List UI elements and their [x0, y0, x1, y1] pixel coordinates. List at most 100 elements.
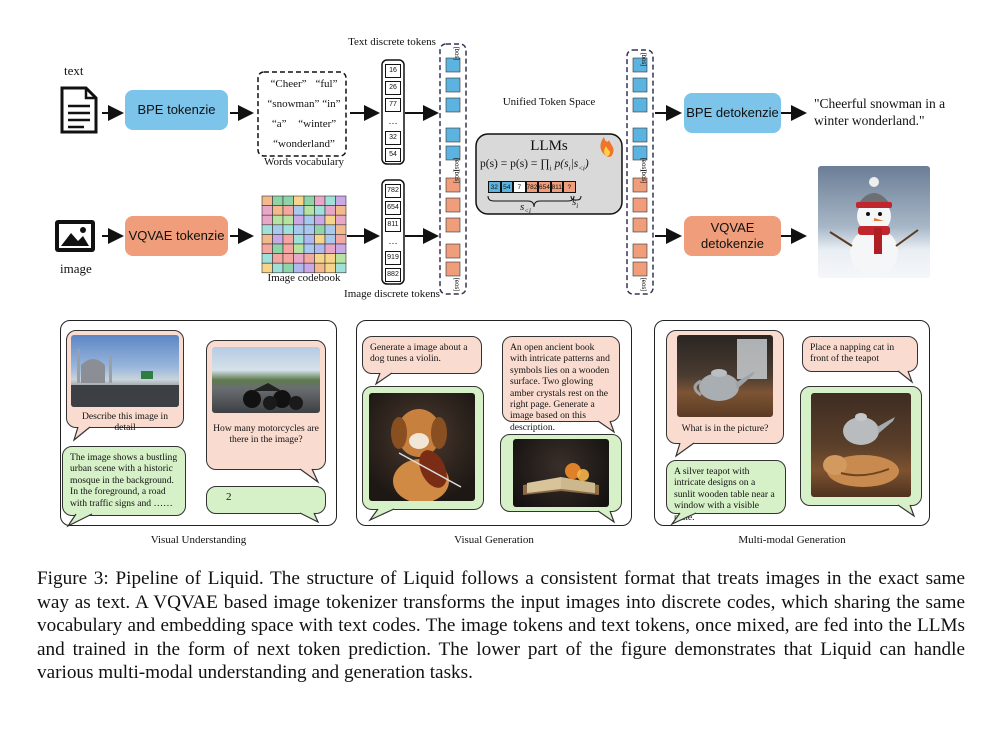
eos-label: [eos] [453, 278, 459, 292]
image-icon [55, 220, 95, 252]
word: “a” [271, 118, 287, 130]
document-icon [60, 86, 98, 134]
word: “ful” [315, 78, 338, 90]
bubble-mm-a1: A silver teapot with intricate designs o… [666, 460, 786, 523]
word: “in” [322, 98, 341, 110]
q1-text: Describe this image in detail [81, 411, 169, 434]
formula-part: <i [578, 164, 585, 173]
image-token-column: 782 654 811 … 919 882 [385, 184, 401, 285]
label-part: s [520, 201, 525, 213]
seq-token: 7 [513, 181, 526, 193]
bubble-q2: How many motorcycles are there in the im… [206, 340, 326, 470]
codebook-cell [282, 224, 294, 235]
words-vocabulary: “Cheer”“ful” “snowman”“in” “a”“winter” “… [266, 78, 342, 158]
unified-token [632, 57, 648, 73]
text-tokens-label: Text discrete tokens [348, 36, 436, 48]
seq-token: 32 [488, 181, 501, 193]
bubble-mm-q1: What is in the picture? [666, 330, 784, 444]
bubble-a2: 2 [206, 486, 326, 514]
unified-tokens-left [445, 57, 461, 277]
seq-token: 54 [500, 181, 513, 193]
bpe-tokenize-box: BPE tokenzie [125, 90, 228, 130]
unified-token [632, 243, 648, 259]
codebook-cell [261, 234, 273, 245]
teapot-cat-image [811, 393, 911, 497]
token-sequence-labels: 32 54 7 782 654 811 ? [488, 181, 576, 193]
unified-token [632, 177, 648, 193]
codebook-cell [282, 234, 294, 245]
codebook-cell [335, 224, 347, 235]
codebook-cell [272, 195, 284, 206]
unified-token [632, 127, 648, 143]
codebook-cell [335, 214, 347, 226]
formula-part: p(s) = p(s) = ∏ [480, 158, 550, 170]
unified-token [445, 77, 461, 93]
codebook-cell [324, 253, 336, 264]
dog-violin-image [369, 393, 475, 501]
image-codebook [261, 195, 347, 274]
codebook-cell [324, 214, 336, 226]
token-cell: 654 [385, 201, 401, 215]
codebook-cell [314, 234, 326, 245]
codebook-cell [303, 253, 315, 264]
image-tokens-label: Image discrete tokens [344, 288, 440, 300]
codebook-cell [282, 243, 294, 254]
codebook-cell [335, 243, 347, 254]
codebook-cell [293, 195, 305, 206]
codebook-cell [261, 205, 273, 216]
codebook-cell [272, 214, 284, 226]
unified-tokens-right [632, 57, 648, 277]
codebook-cell [272, 234, 284, 245]
codebook-cell [303, 243, 315, 254]
unified-token [445, 197, 461, 213]
mosque-street-image [71, 335, 179, 407]
image-codebook-label: Image codebook [267, 272, 341, 284]
token-cell: 919 [385, 251, 401, 265]
formula-part: i [568, 164, 571, 173]
unified-token [632, 217, 648, 233]
seq-token: 811 [550, 181, 563, 193]
codebook-cell [282, 195, 294, 206]
codebook-cell [261, 224, 273, 235]
bos-label: [bos] [453, 170, 459, 184]
codebook-cell [335, 205, 347, 216]
word: “winter” [298, 118, 337, 130]
mm-q1-text: What is in the picture? [681, 423, 769, 434]
bos-label: [bos] [453, 47, 459, 61]
word: “wonderland” [273, 138, 335, 150]
codebook-cell [293, 234, 305, 245]
codebook-cell [293, 253, 305, 264]
token-cell: 77 [385, 98, 401, 112]
ancient-book-image [513, 439, 609, 507]
panel-visual-understanding [60, 320, 337, 526]
codebook-cell [324, 243, 336, 254]
codebook-cell [282, 253, 294, 264]
codebook-cell [303, 224, 315, 235]
bubble-gen-a2 [500, 434, 622, 512]
codebook-cell [324, 195, 336, 206]
codebook-cell [324, 234, 336, 245]
seq-token: 654 [538, 181, 551, 193]
eos-label: [eos] [640, 278, 646, 292]
seq-token: 782 [525, 181, 538, 193]
formula-part: |s [570, 158, 579, 170]
label-visual-generation: Visual Generation [454, 534, 534, 546]
codebook-cell [335, 234, 347, 245]
codebook-cell [272, 253, 284, 264]
codebook-cell [293, 205, 305, 216]
codebook-cell [324, 205, 336, 216]
codebook-cell [293, 214, 305, 226]
label-part: i [576, 202, 579, 211]
fire-icon [600, 137, 614, 157]
codebook-cell [272, 224, 284, 235]
codebook-cell [261, 243, 273, 254]
formula-part: i [549, 164, 552, 173]
unified-token [632, 97, 648, 113]
token-cell: 882 [385, 268, 401, 282]
unified-token [445, 97, 461, 113]
token-cell: 32 [385, 131, 401, 145]
token-cell: 54 [385, 148, 401, 162]
codebook-cell [314, 195, 326, 206]
unified-space-label: Unified Token Space [502, 96, 596, 108]
q2-text: How many motorcycles are there in the im… [213, 423, 319, 446]
